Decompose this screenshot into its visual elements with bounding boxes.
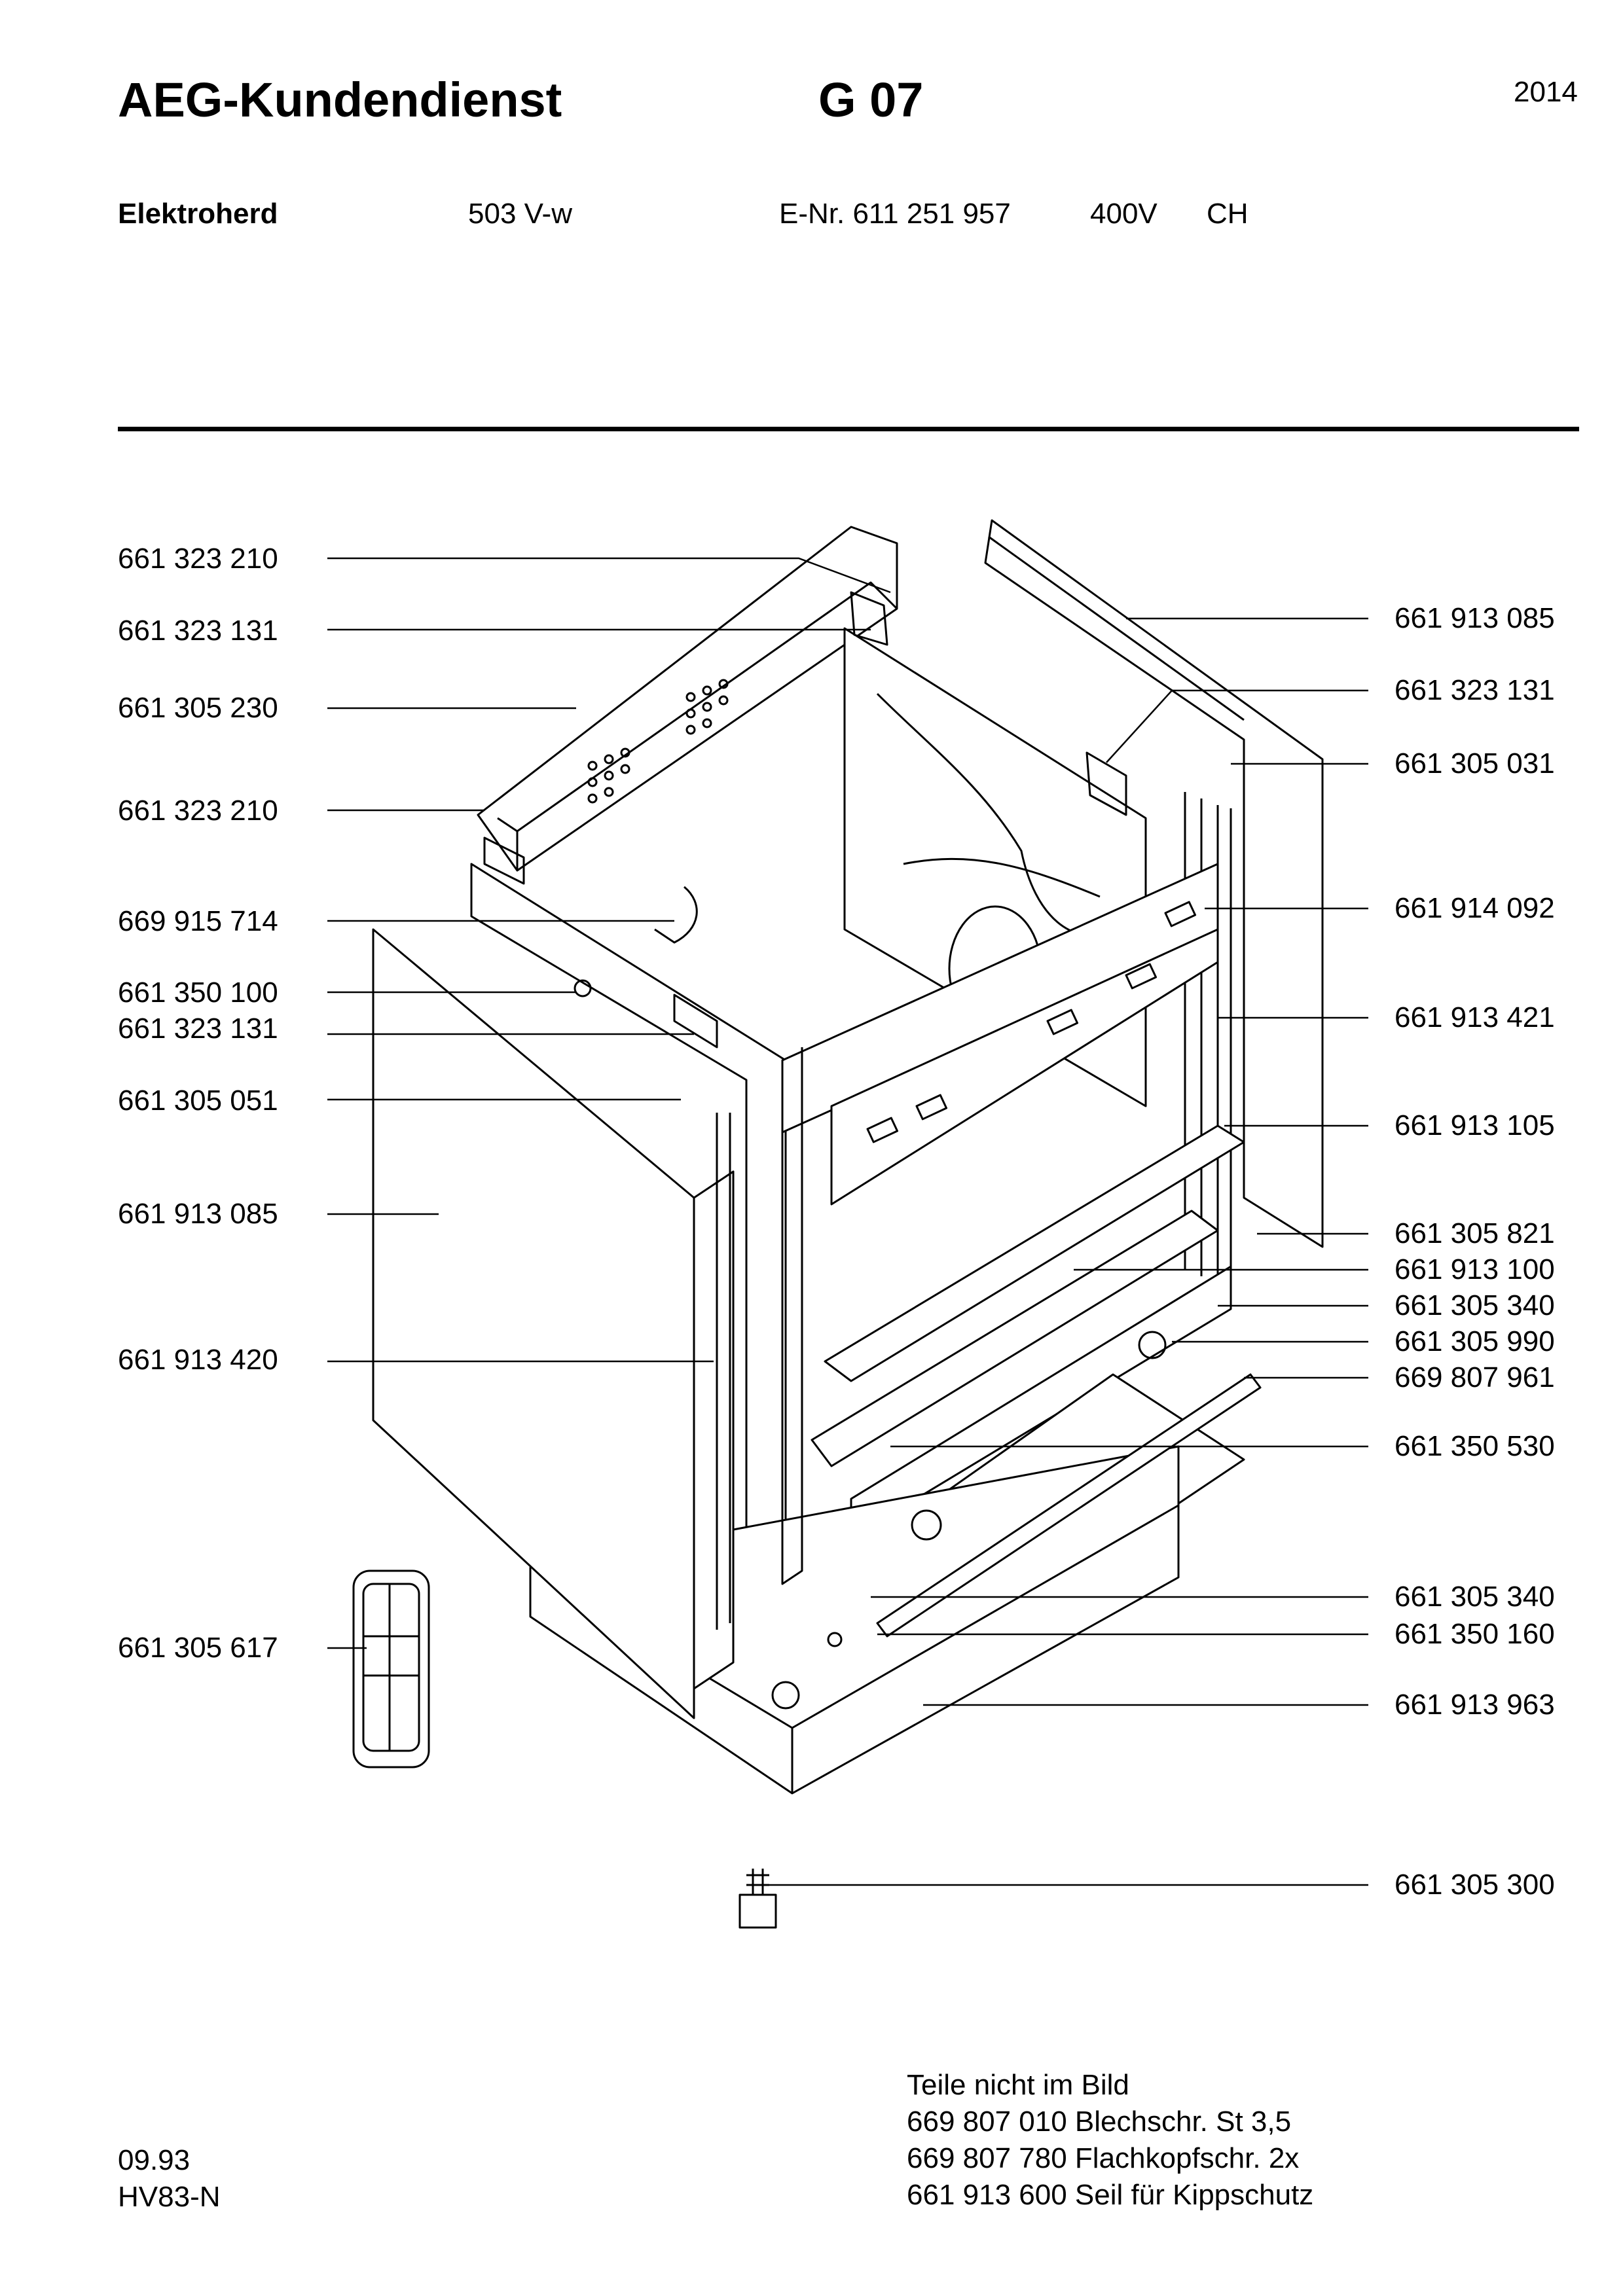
part-label: 661 305 990 — [1395, 1325, 1555, 1357]
part-label: 661 305 300 — [1395, 1869, 1555, 1901]
notes-title: Teile nicht im Bild — [907, 2069, 1129, 2101]
notes-line: 661 913 600 Seil für Kippschutz — [907, 2179, 1314, 2211]
part-label: 661 323 131 — [118, 615, 278, 647]
part-label: 661 305 031 — [1395, 747, 1555, 780]
part-label: 661 350 530 — [1395, 1430, 1555, 1462]
part-label: 661 913 085 — [1395, 602, 1555, 634]
e-number: E-Nr. 611 251 957 — [779, 198, 1011, 230]
part-label: 661 305 340 — [1395, 1289, 1555, 1321]
voltage: 400V — [1090, 198, 1158, 230]
footer-code: HV83-N — [118, 2181, 221, 2213]
part-label: 661 350 100 — [118, 977, 278, 1009]
parts-not-shown-notes: Teile nicht im Bild 669 807 010 Blechsch… — [907, 2067, 1313, 2214]
part-label: 669 807 961 — [1395, 1361, 1555, 1393]
leader-lines — [327, 557, 1368, 1886]
footer-date: 09.93 — [118, 2144, 191, 2176]
year: 2014 — [1514, 76, 1578, 108]
part-label: 661 323 210 — [118, 795, 278, 827]
part-label: 661 323 131 — [1395, 674, 1555, 706]
part-label: 661 913 421 — [1395, 1001, 1555, 1033]
part-label: 661 350 160 — [1395, 1618, 1555, 1650]
part-label: 661 913 105 — [1395, 1109, 1555, 1141]
country: CH — [1207, 198, 1249, 230]
part-label: 661 913 963 — [1395, 1689, 1555, 1721]
product-type: Elektroherd — [118, 198, 278, 230]
model: 503 V-w — [468, 198, 572, 230]
header-divider — [118, 427, 1579, 431]
part-label: 661 323 210 — [118, 543, 278, 575]
part-label: 669 915 714 — [118, 905, 278, 937]
part-label: 661 305 051 — [118, 1085, 278, 1117]
part-label: 661 305 340 — [1395, 1581, 1555, 1613]
part-label: 661 913 420 — [118, 1344, 278, 1376]
vent-holes — [587, 679, 729, 804]
cabinet-drawing — [352, 519, 1324, 1929]
part-label: 661 305 821 — [1395, 1217, 1555, 1249]
part-label: 661 305 617 — [118, 1632, 278, 1664]
burner-openings — [866, 901, 1197, 1143]
part-label: 661 914 092 — [1395, 892, 1555, 924]
part-label: 661 323 131 — [118, 1013, 278, 1045]
part-label: 661 305 230 — [118, 692, 278, 724]
notes-line: 669 807 010 Blechschr. St 3,5 — [907, 2106, 1292, 2138]
part-label: 661 913 085 — [118, 1198, 278, 1230]
notes-line: 669 807 780 Flachkopfschr. 2x — [907, 2142, 1300, 2174]
group-code: G 07 — [818, 73, 924, 127]
brand-title: AEG-Kundendienst — [118, 73, 562, 127]
part-label: 661 913 100 — [1395, 1253, 1555, 1285]
